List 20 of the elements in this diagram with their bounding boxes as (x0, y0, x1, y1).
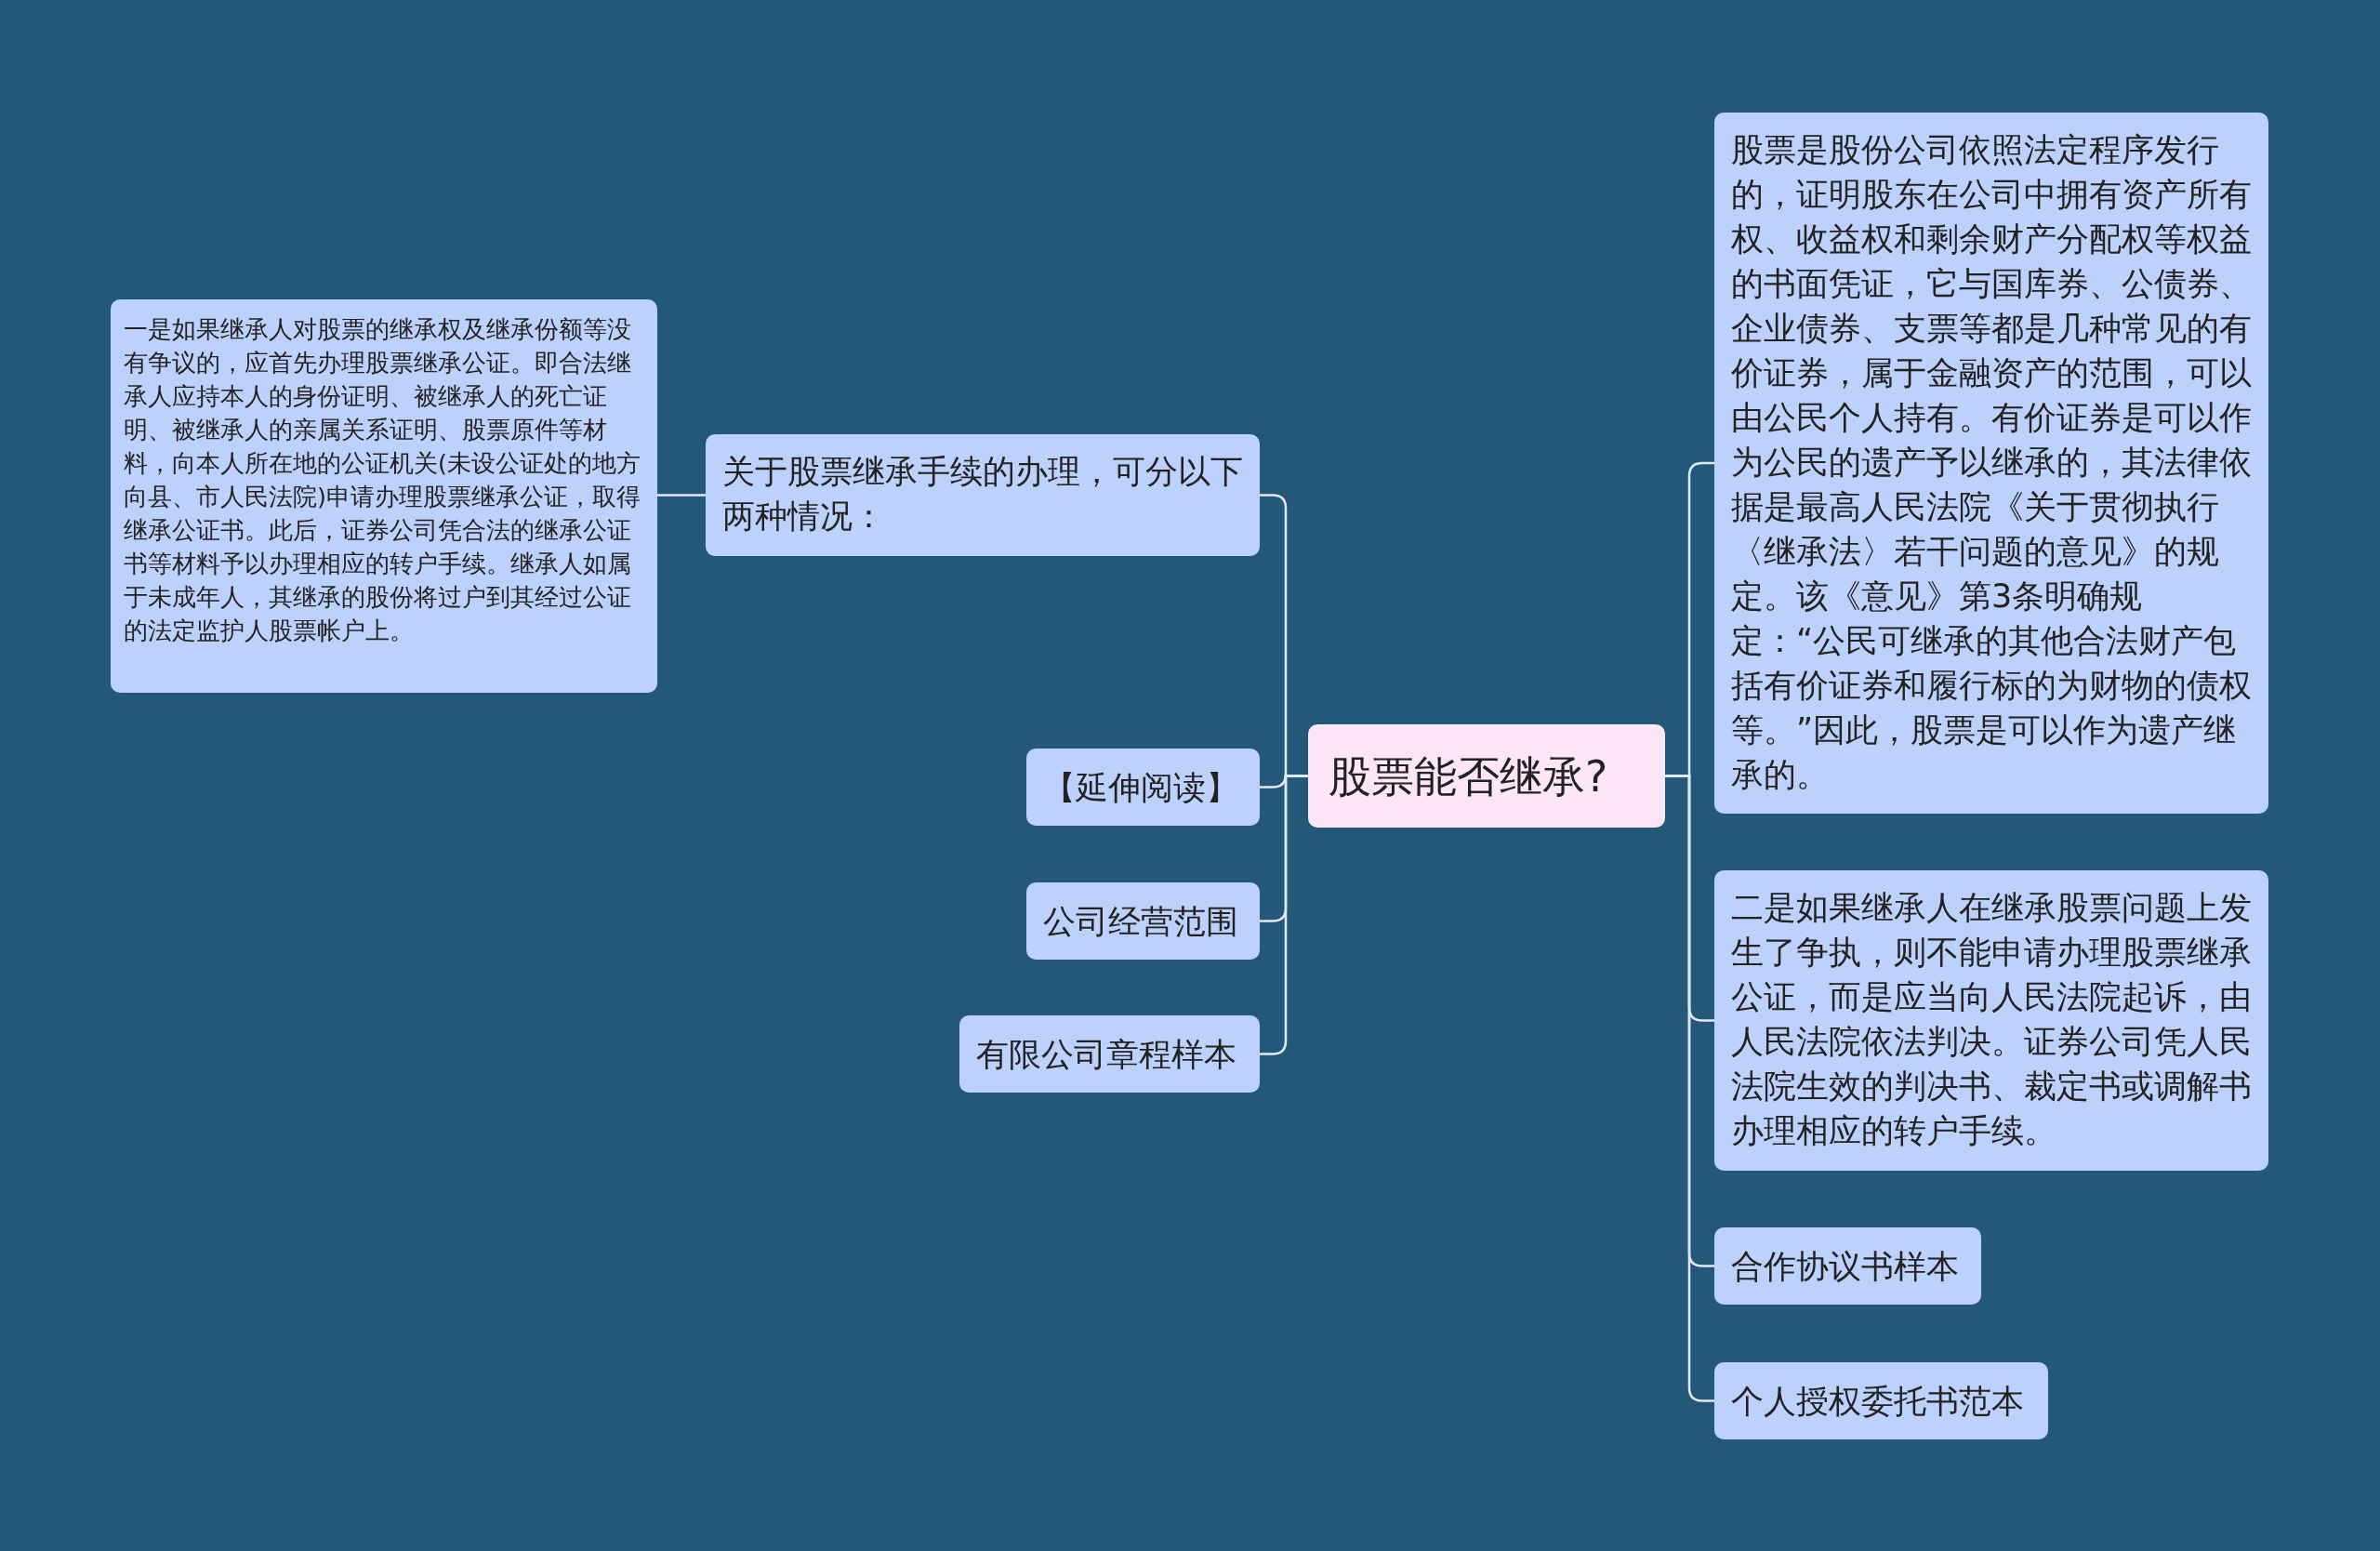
topic-text: 有限公司章程样本 (976, 1034, 1236, 1075)
topic-box (111, 299, 657, 693)
topic-text: 合作协议书样本 (1731, 1246, 1959, 1287)
topic-box (959, 1015, 1260, 1093)
topic-box (1714, 870, 2268, 1171)
topic-text: 一是如果继承人对股票的继承权及继承份额等没有争议的，应首先办理股票继承公证。即合法继承人应持本人的身份证明、被继承人的死亡证明、被继承人的亲属关系证明、股票原件等材料，向本人所在地的公证机关(未设公证处的地方向县、市人民法院)申请办理股票继承公证，取得继承公证书。此后，证券公司凭合法的继承公证书等材料予以办理相应的转户手续。继承人如属于未成年人，其继承的股份将过户到其经过公证的法定监护人股票帐户上。 (124, 314, 641, 646)
topic-text: 关于股票继承手续的办理，可分以下两种情况： (722, 452, 1243, 537)
topic-box (1714, 1227, 1981, 1305)
topic-box (1714, 1362, 2048, 1439)
topic-box (1026, 749, 1260, 826)
topic-box (1026, 882, 1260, 960)
topic-box (706, 434, 1260, 556)
topic-text: 公司经营范围 (1043, 901, 1238, 942)
topic-text: 【延伸阅读】 (1043, 767, 1238, 808)
topic-text: 二是如果继承人在继承股票问题上发生了争执，则不能申请办理股票继承公证，而是应当向人民法院起诉，由人民法院依法判决。证券公司凭人民法院生效的判决书、裁定书或调解书办理相应的转户手续。 (1731, 888, 2252, 1151)
central-topic-box (1308, 724, 1665, 828)
topic-text: 股票能否继承? (1329, 749, 1608, 803)
connector-line (657, 494, 706, 497)
topic-text: 股票是股份公司依照法定程序发行的，证明股东在公司中拥有资产所有权、收益权和剩余财产分配权等权益的书面凭证，它与国库券、公债券、企业债券、支票等都是几种常见的有价证券，属于金融资产的范围，可以由公民个人持有。有价证券是可以作为公民的遗产予以继承的，其法律依据是最高人民法院《关于贯彻执行〈继承法〉若干问题的意见》的规定。该《意见》第3条明确规定：“公民可继承的其他合法财产包括有价证券和履行标的为财物的债权等。”因此，股票是可以作为遗产继承的。 (1731, 130, 2252, 795)
topic-text: 个人授权委托书范本 (1731, 1381, 2024, 1422)
